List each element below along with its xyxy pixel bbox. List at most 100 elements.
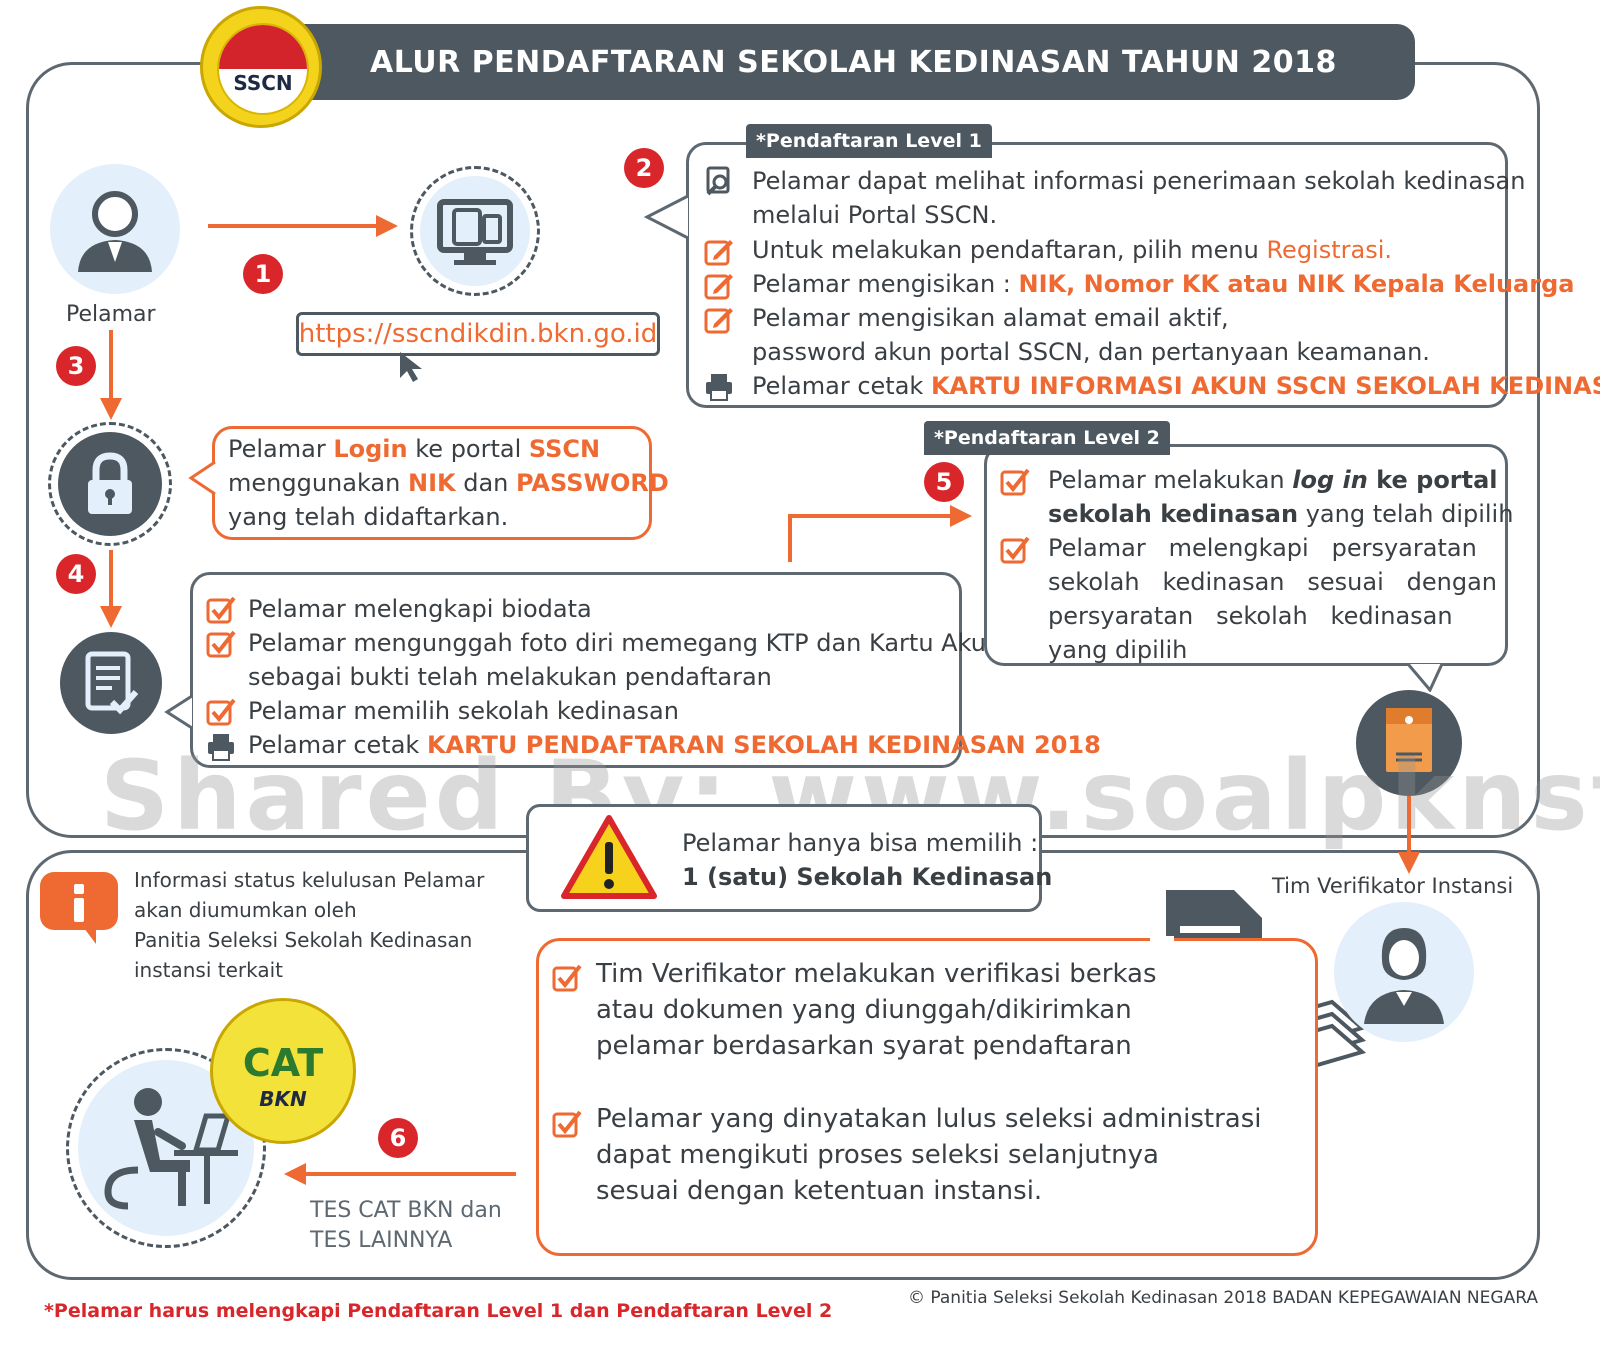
- info-line-3: Panitia Seleksi Sekolah Kedinasan: [134, 928, 473, 952]
- level-2-line-b: sekolah kedinasan yang telah dipilih: [1048, 497, 1513, 531]
- highlight: Login: [333, 435, 408, 463]
- verif-line-a3: pelamar berdasarkan syarat pendaftaran: [596, 1031, 1132, 1061]
- verification-box: [536, 938, 1318, 1256]
- checkbox-icon: [552, 1110, 582, 1138]
- checkbox-icon: [206, 630, 236, 658]
- text: dan: [455, 469, 517, 497]
- test-ring: [66, 1048, 266, 1248]
- warning-icon: [561, 815, 657, 899]
- page-title-bar: ALUR PENDAFTARAN SEKOLAH KEDINASAN TAHUN…: [285, 24, 1415, 100]
- user-icon: [78, 191, 152, 272]
- printer-icon: [706, 374, 732, 401]
- biodata-line-3: Pelamar memilih sekolah kedinasan: [248, 697, 679, 725]
- warning-line-1: Pelamar hanya bisa memilih :: [682, 829, 1039, 857]
- arrow-to-portal: [208, 224, 378, 228]
- arrow-to-verifikator: [1407, 796, 1411, 854]
- tes-line-1: TES CAT BKN dan: [310, 1198, 502, 1223]
- cat-bkn-logo: CAT BKN: [210, 998, 356, 1144]
- level-2-line-e: persyaratan sekolah kedinasan: [1048, 602, 1453, 630]
- level-2-tag: *Pendaftaran Level 2: [924, 421, 1170, 455]
- highlight: SSCN: [528, 435, 601, 463]
- verifikator-label: Tim Verifikator Instansi: [1272, 874, 1514, 898]
- step-badge-2: 2: [624, 148, 664, 188]
- level-2-line-a: Pelamar melakukan log in ke portal: [1048, 463, 1498, 497]
- level-1-line-1b: melalui Portal SSCN.: [752, 201, 998, 229]
- verifikator-circle: [1334, 902, 1474, 1042]
- person-at-desk-icon: [104, 1088, 238, 1210]
- envelope-icon: [1386, 708, 1432, 772]
- arrow-to-test: [304, 1172, 516, 1176]
- checkbox-icon: [206, 596, 236, 624]
- arrow-to-level-2: [788, 514, 952, 518]
- text: Pelamar cetak: [248, 731, 427, 759]
- step-badge-5: 5: [924, 462, 964, 502]
- biodata-line-1: Pelamar melengkapi biodata: [248, 595, 592, 623]
- text: yang telah dipilih: [1298, 500, 1514, 528]
- level-2-line-c: Pelamar melengkapi persyaratan: [1048, 534, 1477, 562]
- verif-line-b3: sesuai dengan ketentuan instansi.: [596, 1176, 1043, 1206]
- login-line-3: yang telah didaftarkan.: [228, 503, 509, 531]
- step-badge-1: 1: [243, 254, 283, 294]
- step-badge-6: 6: [378, 1118, 418, 1158]
- verification-box-connector: [1150, 936, 1174, 944]
- arrow-to-level-2: [788, 516, 792, 562]
- step-badge-4: 4: [56, 554, 96, 594]
- warning-line-2: 1 (satu) Sekolah Kedinasan: [682, 863, 1053, 891]
- arrow-head: [100, 606, 122, 628]
- login-line-2: menggunakan NIK dan PASSWORD: [228, 466, 669, 500]
- biodata-line-2a: Pelamar mengunggah foto diri memegang KT…: [248, 629, 1002, 657]
- level-1-tag: *Pendaftaran Level 1: [746, 124, 992, 158]
- arrow-head: [1398, 852, 1420, 874]
- cursor-icon: [400, 352, 422, 382]
- printer-icon: [208, 734, 234, 761]
- highlight: NIK, Nomor KK atau NIK Kepala Keluarga: [1018, 270, 1575, 298]
- pelamar-label: Pelamar: [66, 302, 156, 327]
- copyright: © Panitia Seleksi Sekolah Kedinasan 2018…: [908, 1288, 1538, 1308]
- text: ke portal: [407, 435, 529, 463]
- info-icon: [40, 872, 118, 944]
- highlight: ke portal: [1367, 466, 1498, 494]
- devices-icon: [437, 199, 513, 265]
- page-title: ALUR PENDAFTARAN SEKOLAH KEDINASAN TAHUN…: [370, 44, 1337, 80]
- level-1-line-1a: Pelamar dapat melihat informasi penerima…: [752, 167, 1526, 195]
- biodata-line-2b: sebagai bukti telah melakukan pendaftara…: [248, 663, 772, 691]
- level-2-line-d: sekolah kedinasan sesuai dengan: [1048, 568, 1498, 596]
- devices-circle: [420, 176, 530, 286]
- edit-icon: [704, 308, 733, 334]
- arrow-head: [376, 215, 398, 237]
- text: Untuk melakukan pendaftaran, pilih menu: [752, 236, 1267, 264]
- arrow-step-4: [109, 550, 113, 610]
- checkbox-icon: [1000, 536, 1030, 564]
- highlight: log in: [1292, 466, 1368, 494]
- footnote: *Pelamar harus melengkapi Pendaftaran Le…: [44, 1300, 833, 1322]
- biodata-line-4: Pelamar cetak KARTU PENDAFTARAN SEKOLAH …: [248, 728, 1101, 762]
- devices-ring: [410, 166, 540, 296]
- envelope-circle: [1356, 690, 1462, 796]
- level-1-line-4a: Pelamar mengisikan alamat email aktif,: [752, 304, 1229, 332]
- text: Pelamar: [228, 435, 334, 463]
- level-1-line-5: Pelamar cetak KARTU INFORMASI AKUN SSCN …: [752, 369, 1600, 403]
- level-1-box: [686, 142, 1508, 408]
- edit-icon: [704, 240, 733, 266]
- tes-line-2: TES LAINNYA: [310, 1228, 453, 1253]
- verif-line-a2: atau dokumen yang diunggah/dikirimkan: [596, 995, 1132, 1025]
- login-box-pointer: [188, 460, 216, 496]
- checklist-circle: [60, 632, 162, 734]
- biodata-box-pointer: [164, 694, 193, 730]
- lock-circle: [58, 432, 162, 536]
- checkbox-icon: [206, 698, 236, 726]
- text: Pelamar cetak: [752, 372, 931, 400]
- biodata-box: [190, 572, 962, 768]
- arrow-head: [950, 505, 972, 527]
- checklist-doc-icon: [85, 651, 139, 715]
- checkbox-icon: [1000, 468, 1030, 496]
- info-line-4: instansi terkait: [134, 958, 284, 982]
- arrow-head: [100, 398, 122, 420]
- level-1-line-2: Untuk melakukan pendaftaran, pilih menu …: [752, 233, 1392, 267]
- portal-url-link[interactable]: https://sscndikdin.bkn.go.id: [296, 312, 660, 356]
- pelamar-circle: [50, 164, 180, 294]
- cat-logo-sub: BKN: [259, 1087, 307, 1111]
- search-icon: [706, 166, 730, 196]
- info-line-2: akan diumumkan oleh: [134, 898, 357, 922]
- cat-logo-main: CAT: [242, 1041, 324, 1085]
